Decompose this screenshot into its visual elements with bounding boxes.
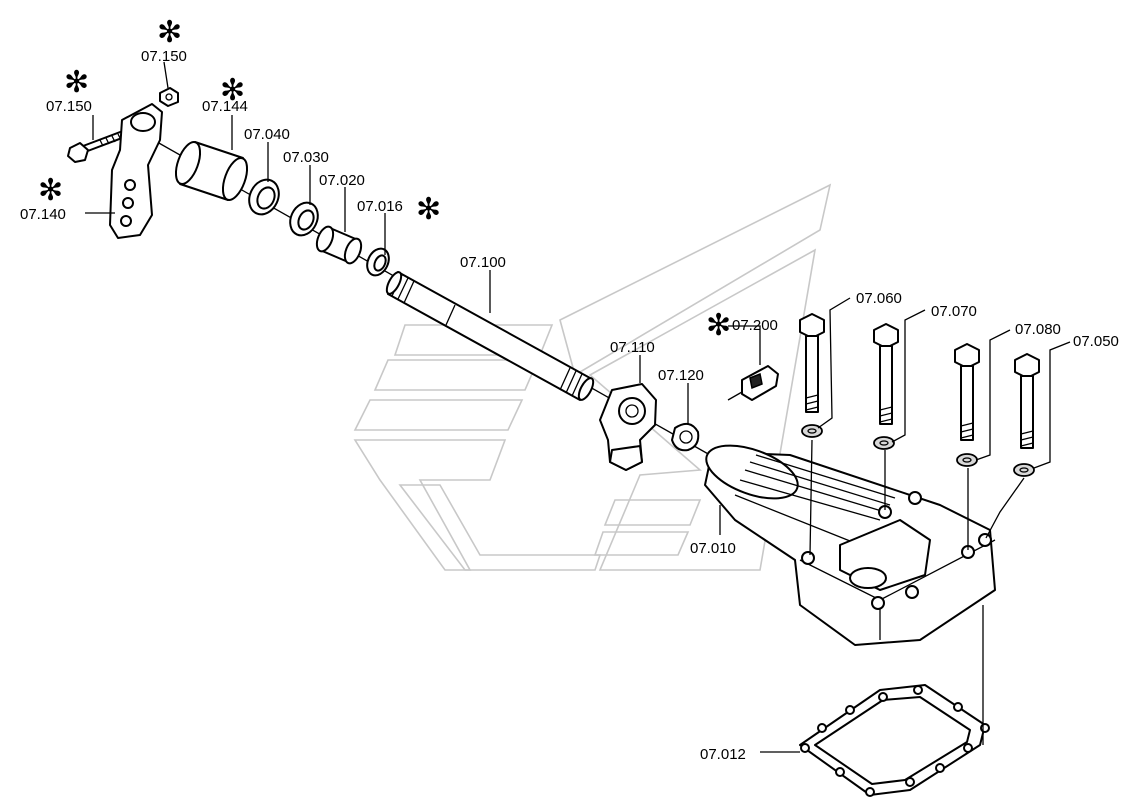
star-07-016: ✻	[416, 192, 441, 227]
label-07-040: 07.040	[244, 126, 290, 143]
watermark-logo	[353, 183, 832, 571]
label-07-070: 07.070	[931, 303, 977, 320]
clamp-07-110	[599, 383, 657, 471]
label-07-110: 07.110	[610, 339, 655, 356]
label-07-120: 07.120	[658, 367, 704, 384]
label-07-140: 07.140	[20, 206, 66, 223]
label-07-080: 07.080	[1015, 321, 1061, 338]
housing-07-010	[704, 444, 996, 646]
ring-07-016	[366, 247, 390, 277]
label-07-100: 07.100	[460, 254, 506, 271]
sensor-07-200	[727, 365, 779, 401]
seal-ring-07-030	[289, 201, 319, 237]
leader-lines	[85, 61, 1071, 753]
bolt-07-050	[1013, 353, 1040, 477]
label-07-144: 07.144	[202, 98, 248, 115]
label-07-012: 07.012	[700, 746, 746, 763]
gasket-07-012	[799, 684, 990, 797]
bolt-axis-lines	[809, 439, 1025, 556]
label-07-150-top: 07.150	[141, 48, 187, 65]
bushing-07-020	[315, 225, 363, 265]
star-07-150-left: ✻	[64, 65, 89, 100]
star-07-150-top: ✻	[157, 15, 182, 50]
star-07-200: ✻	[706, 308, 731, 343]
bolt-07-060	[799, 313, 825, 438]
bushing-07-144	[174, 141, 249, 201]
label-07-200: 07.200	[732, 317, 778, 334]
bolt-07-080	[954, 343, 980, 467]
shaft-07-100	[385, 271, 595, 401]
label-07-060: 07.060	[856, 290, 902, 307]
label-07-010: 07.010	[690, 540, 736, 557]
star-07-140: ✻	[38, 173, 63, 208]
nut-07-150	[159, 87, 179, 107]
star-07-144: ✻	[220, 73, 245, 108]
seal-ring-07-040	[248, 178, 280, 216]
bolt-07-150	[67, 128, 131, 163]
label-07-016: 07.016	[357, 198, 403, 215]
label-07-150-left: 07.150	[46, 98, 92, 115]
label-07-020: 07.020	[319, 172, 365, 189]
label-07-050: 07.050	[1073, 333, 1119, 350]
bolt-07-070	[873, 323, 899, 450]
label-07-030: 07.030	[283, 149, 329, 166]
lever-arm-07-140	[109, 103, 163, 239]
part-labels: 07.150 ✻ 07.150 ✻ 07.144 ✻ 07.140 ✻ 07.0…	[20, 15, 1119, 763]
clip-07-120	[671, 422, 700, 452]
